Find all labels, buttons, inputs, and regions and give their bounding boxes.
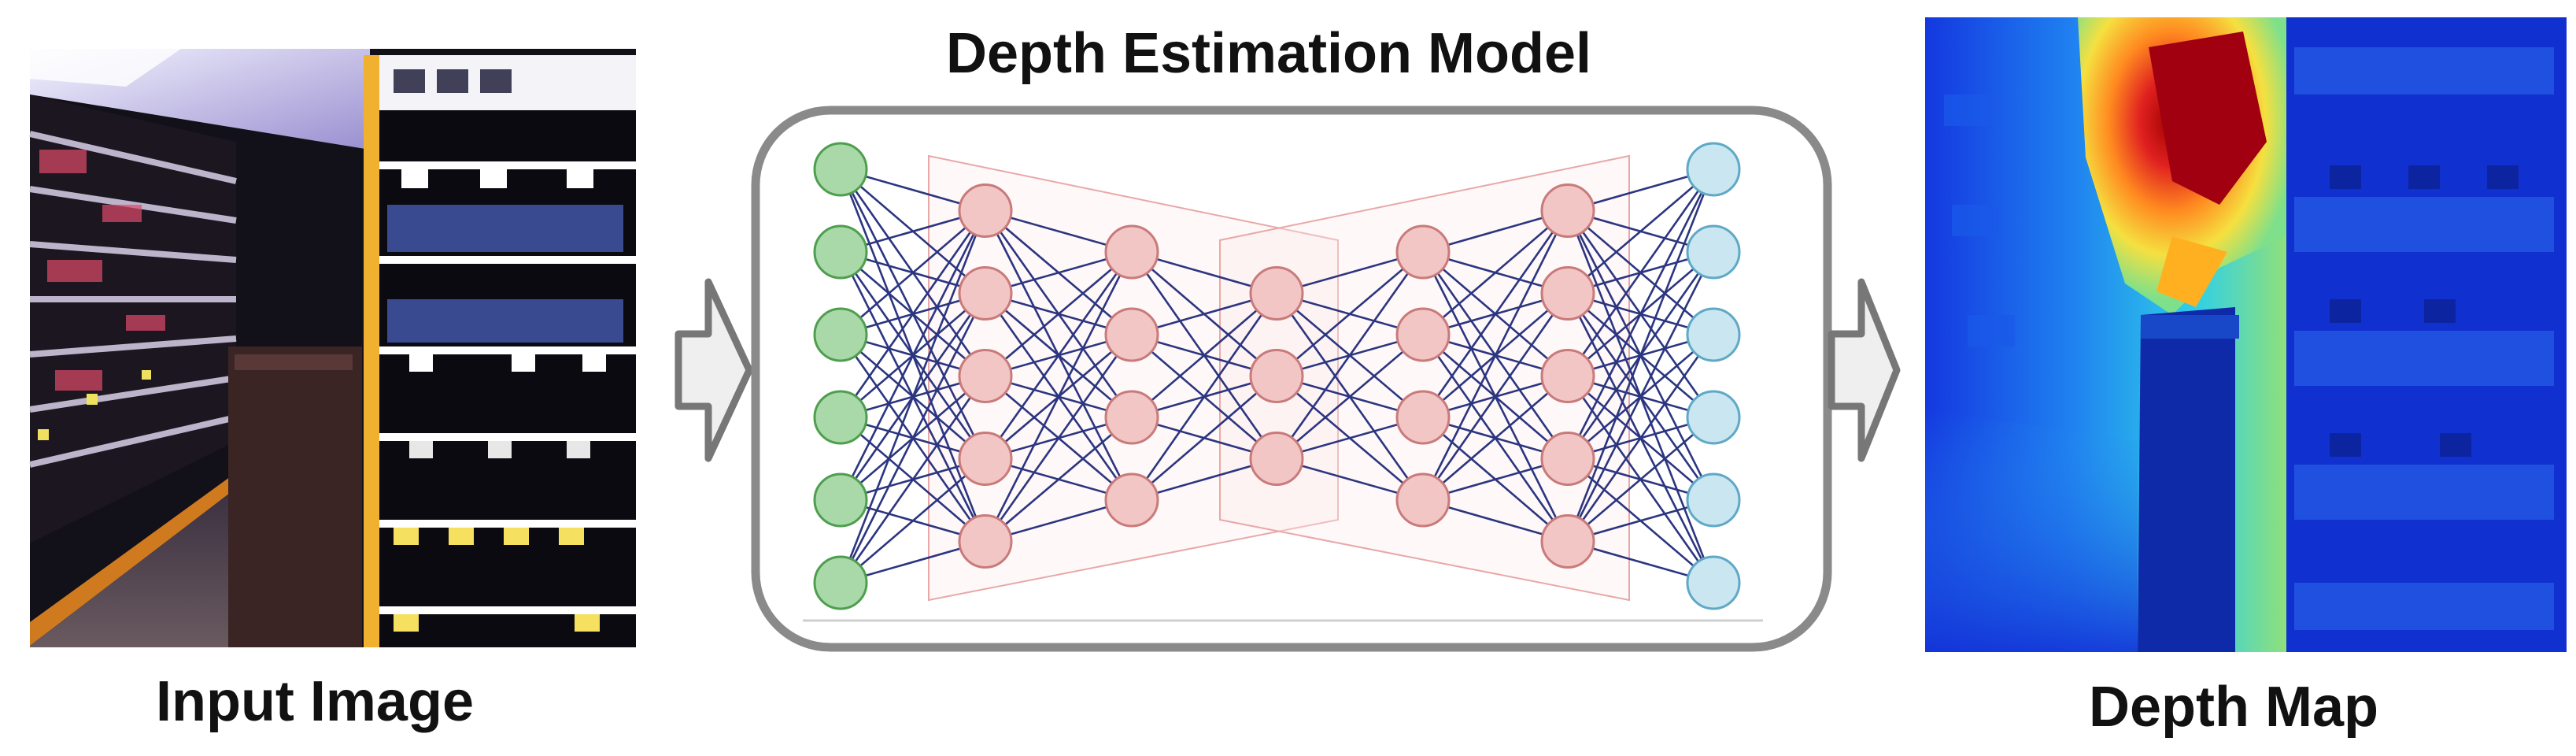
output-node <box>1686 307 1741 362</box>
encoder-node <box>958 349 1013 403</box>
model-title: Depth Estimation Model <box>946 22 1591 85</box>
network-edge <box>839 292 987 584</box>
encoder-node <box>1104 390 1159 445</box>
encoder-node <box>958 183 1013 238</box>
decoder-node <box>1540 266 1595 321</box>
network-edge <box>1421 292 1569 501</box>
network-edge <box>1275 251 1425 460</box>
input-node <box>813 555 868 610</box>
network-edge <box>1131 292 1277 418</box>
network-edge <box>984 334 1133 543</box>
network-edge <box>985 417 1133 543</box>
input-node <box>813 224 868 280</box>
network-edge <box>839 375 987 584</box>
input-node <box>813 472 868 528</box>
depth-map-image <box>1925 17 2567 652</box>
decoder-node <box>1540 514 1595 569</box>
decoder-node <box>1395 390 1451 445</box>
decoder-node <box>1540 432 1595 486</box>
network-edge <box>1566 251 1715 543</box>
encoder-node <box>958 514 1013 569</box>
network-edge <box>1566 334 1715 543</box>
encoder-node <box>1104 224 1159 280</box>
decoder-node <box>1395 224 1451 280</box>
bottleneck-node <box>1249 349 1304 403</box>
encoder-node <box>1104 307 1159 362</box>
output-node <box>1686 472 1741 528</box>
network-edge <box>1131 375 1277 501</box>
output-node <box>1686 390 1741 445</box>
network-edge <box>1422 209 1569 335</box>
encoder-node <box>958 432 1013 486</box>
network-edge <box>840 209 986 335</box>
input-image-label: Input Image <box>156 670 474 733</box>
depth-map-label: Depth Map <box>2089 676 2378 739</box>
network-edge <box>839 210 987 584</box>
network-edge <box>1421 209 1569 418</box>
decoder-node <box>1395 307 1451 362</box>
network-edge <box>839 209 987 501</box>
network-edge <box>1276 334 1424 460</box>
input-node <box>813 142 868 197</box>
encoder-node <box>958 266 1013 321</box>
network-edge <box>985 251 1133 377</box>
network-edge <box>1421 209 1569 501</box>
network-edge <box>984 251 1133 543</box>
network-edge <box>1567 169 1714 295</box>
output-node <box>1686 142 1741 197</box>
network-edge <box>1276 251 1424 377</box>
arrow-right-icon <box>1828 278 1901 462</box>
network-nodes <box>813 142 1741 610</box>
decoder-node <box>1540 349 1595 403</box>
bottleneck-node <box>1249 432 1304 486</box>
output-node <box>1686 224 1741 280</box>
network-edge <box>1567 417 1714 543</box>
network-edge <box>1566 169 1715 377</box>
encoder-decoder-guides <box>928 154 1630 602</box>
network-edge <box>839 209 987 418</box>
input-node <box>813 390 868 445</box>
input-node <box>813 307 868 362</box>
network-edge <box>984 251 1133 460</box>
bottleneck-node <box>1249 266 1304 321</box>
encoder-node <box>1104 472 1159 528</box>
network-edge <box>1130 292 1278 501</box>
decoder-node <box>1395 472 1451 528</box>
network-edge <box>1566 169 1715 542</box>
output-node <box>1686 555 1741 610</box>
network-edge <box>840 458 986 584</box>
network-edge <box>1566 169 1715 460</box>
decoder-node <box>1540 183 1595 238</box>
input-image <box>29 49 636 647</box>
network-edge <box>1422 375 1569 501</box>
arrow-right-icon <box>674 278 753 462</box>
